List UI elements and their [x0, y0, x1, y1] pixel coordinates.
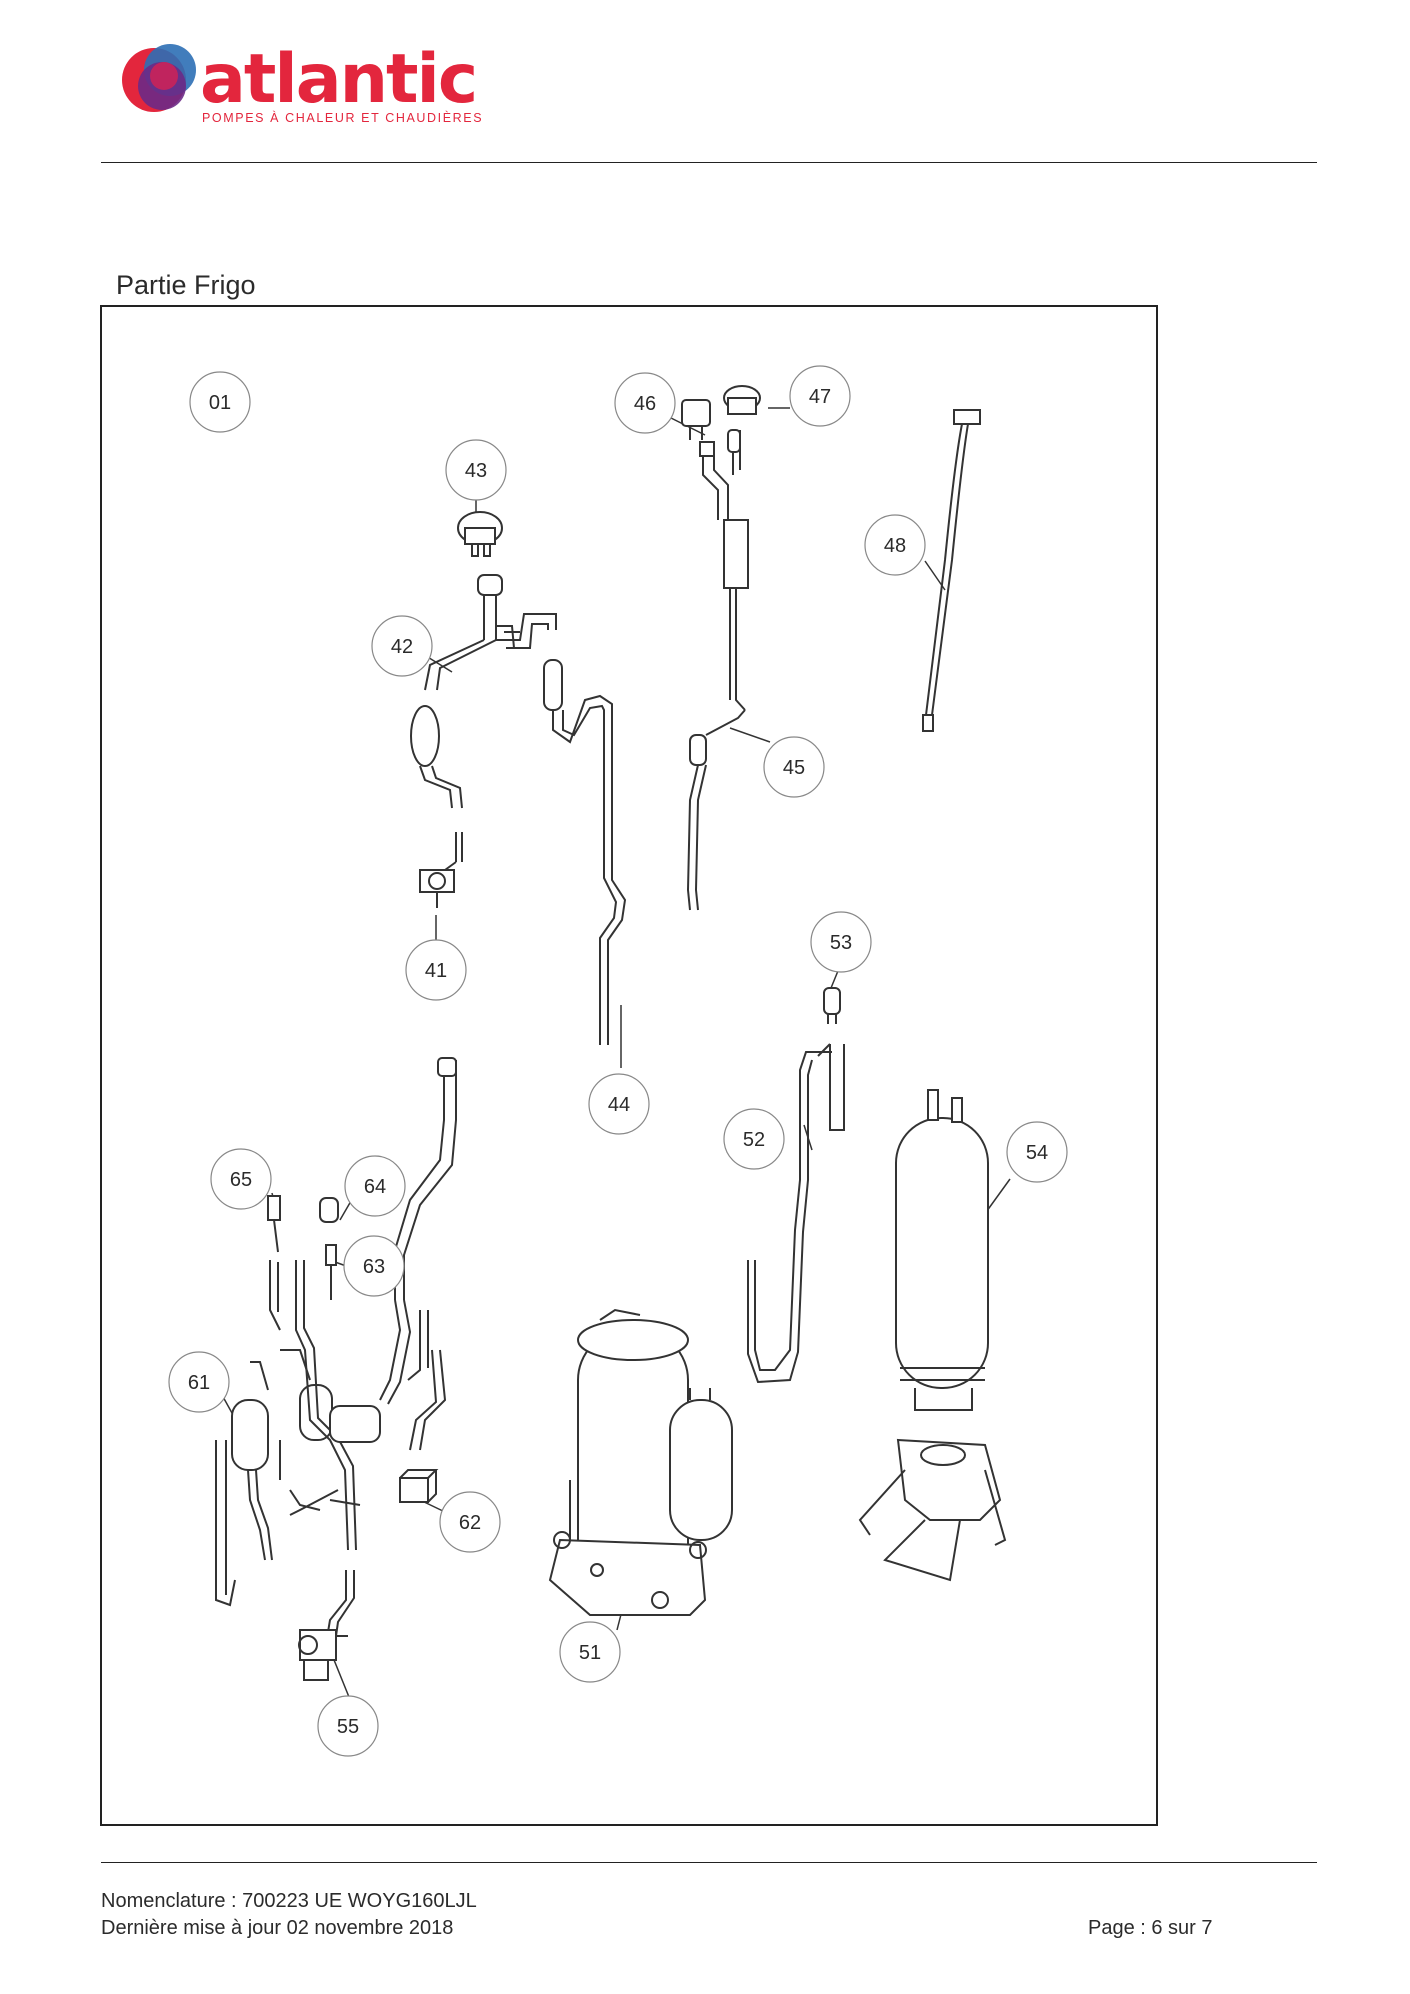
callout-label-42: 42: [391, 636, 413, 658]
brand-wordmark: atlantic: [200, 40, 478, 119]
part-47-pressure-switch: [723, 385, 761, 415]
callout-circle-54: [1006, 1121, 1068, 1183]
footer-divider: [101, 1862, 1317, 1863]
callout-circle-61: [168, 1351, 230, 1413]
callout-label-01: 01: [209, 392, 231, 414]
footer-reference: Nomenclature : 700223 UE WOYG160LJL: [101, 1890, 477, 1912]
section-title: Partie Frigo: [116, 270, 256, 300]
callout-label-62: 62: [459, 1512, 481, 1534]
callout-circle-48: [864, 514, 926, 576]
part-53-pressure-switch: [823, 987, 841, 1024]
header-divider: [101, 162, 1317, 163]
callout-circle-64: [344, 1155, 406, 1217]
callout-circle-44: [588, 1073, 650, 1135]
callout-label-52: 52: [743, 1129, 765, 1151]
callout-circle-47: [789, 365, 851, 427]
callout-circle-65: [210, 1148, 272, 1210]
part-61-pipe-assembly: [215, 1057, 457, 1607]
part-52-pipe: [747, 1043, 845, 1384]
callout-circle-43: [445, 439, 507, 501]
part-63-valve-core: [325, 1244, 337, 1300]
callout-label-65: 65: [230, 1169, 252, 1191]
part-62-block: [399, 1469, 439, 1503]
callout-label-63: 63: [363, 1256, 385, 1278]
callout-labels: 01 41 42 43 44 45 46 47 48 51 52 53 54 5…: [188, 386, 1048, 1738]
callout-circle-42: [371, 615, 433, 677]
part-43-sensor-clip: [457, 511, 503, 557]
part-42-pipe-assembly: [410, 574, 557, 809]
callout-label-41: 41: [425, 960, 447, 982]
callout-circle-55: [317, 1695, 379, 1757]
callout-circle-01: [189, 371, 251, 433]
footer-page-number: Page : 6 sur 7: [1088, 1917, 1213, 1939]
callout-label-45: 45: [783, 757, 805, 779]
part-54-receiver-tank: [895, 1089, 989, 1411]
part-64-switch: [319, 1197, 339, 1223]
part-48-sensor-cable: [922, 409, 981, 732]
callout-circle-63: [343, 1235, 405, 1297]
callout-label-48: 48: [884, 535, 906, 557]
callout-label-61: 61: [188, 1372, 210, 1394]
callout-circle-41: [405, 939, 467, 1001]
bracket-mount: [858, 1438, 1007, 1582]
callout-label-46: 46: [634, 393, 656, 415]
part-46-coil: [681, 399, 711, 440]
callout-circle-51: [559, 1621, 621, 1683]
callout-circle-53: [810, 911, 872, 973]
callout-circle-46: [614, 372, 676, 434]
footer-updated-date: Dernière mise à jour 02 novembre 2018: [101, 1917, 454, 1939]
callout-label-51: 51: [579, 1642, 601, 1664]
callout-label-53: 53: [830, 932, 852, 954]
callout-label-43: 43: [465, 460, 487, 482]
diagram-frame: [100, 305, 1158, 1826]
part-45-expansion-valve: [686, 429, 749, 911]
part-51-compressor: [548, 1308, 733, 1616]
callout-circles: [168, 365, 1068, 1757]
part-41-valve: [419, 832, 463, 908]
callout-label-55: 55: [337, 1716, 359, 1738]
atlantic-logo-icon: [122, 44, 196, 112]
callout-circle-52: [723, 1108, 785, 1170]
part-65-sensor: [267, 1195, 281, 1253]
callout-circle-62: [439, 1491, 501, 1553]
callout-circle-45: [763, 736, 825, 798]
callout-label-64: 64: [364, 1176, 386, 1198]
callout-label-54: 54: [1026, 1142, 1048, 1164]
callout-label-44: 44: [608, 1094, 630, 1116]
part-55-service-valve: [298, 1570, 355, 1681]
callout-label-47: 47: [809, 386, 831, 408]
brand-tagline: POMPES À CHALEUR ET CHAUDIÈRES: [202, 111, 484, 125]
part-44-pipe: [543, 659, 627, 1045]
